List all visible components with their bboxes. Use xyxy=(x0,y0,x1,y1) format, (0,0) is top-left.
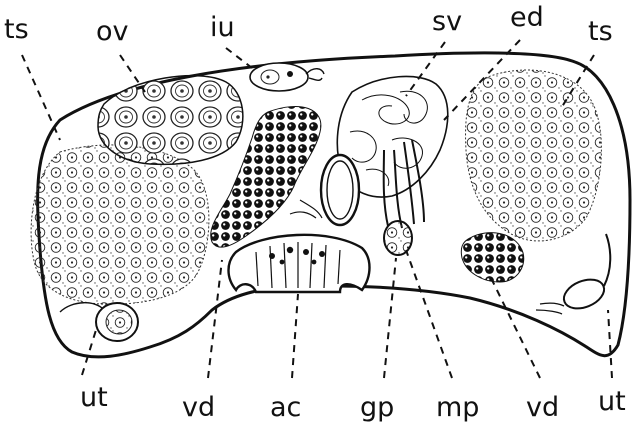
label-sv: sv xyxy=(432,6,462,37)
label-ut-right: ut xyxy=(598,386,626,417)
leader-vd-left xyxy=(208,260,222,378)
leader-ts-left xyxy=(22,55,60,140)
uterus-egg-left xyxy=(60,303,138,341)
testis-right xyxy=(466,70,602,241)
label-ts-left: ts xyxy=(4,14,29,45)
leader-mp xyxy=(406,250,452,378)
label-vd-right: vd xyxy=(526,392,559,423)
ovary xyxy=(98,76,243,165)
label-ts-right: ts xyxy=(588,16,613,47)
label-mp: mp xyxy=(436,392,479,423)
label-ut-left: ut xyxy=(80,382,108,413)
uterus-egg-right xyxy=(536,234,610,314)
label-ov: ov xyxy=(96,16,129,47)
label-gp: gp xyxy=(360,392,394,423)
leader-ac xyxy=(292,294,298,378)
testis-left xyxy=(31,145,209,304)
leader-iu xyxy=(226,48,252,68)
label-iu: iu xyxy=(210,12,235,43)
leader-gp xyxy=(384,258,396,378)
label-ac: ac xyxy=(270,392,301,423)
label-ed: ed xyxy=(510,2,544,33)
genital-bulb xyxy=(384,221,412,255)
vitelline-cluster-right xyxy=(461,233,523,282)
iu-structure xyxy=(250,63,324,91)
leader-ut-right xyxy=(608,310,612,378)
label-vd-left: vd xyxy=(182,392,215,423)
leader-vd-right xyxy=(492,280,540,378)
acetabulum xyxy=(229,235,370,292)
leader-ut-left xyxy=(82,330,96,375)
